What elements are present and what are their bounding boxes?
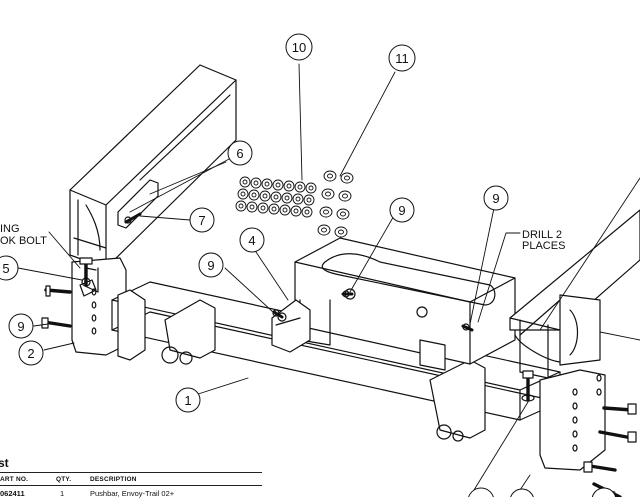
- callout-5: 5: [2, 261, 9, 276]
- row-description: Pushbar, Envoy-Trail 02+: [90, 489, 175, 498]
- bolt: [602, 403, 637, 415]
- bolt: [79, 257, 93, 287]
- callout-6: 6: [236, 146, 243, 161]
- hook-bolt-label-line1: ING: [0, 223, 20, 235]
- washer-group: [317, 170, 354, 238]
- callout-10: 10: [292, 40, 306, 55]
- callout-2: 2: [27, 346, 34, 361]
- center-bracket: [271, 299, 311, 353]
- drill-label-line1: DRILL 2: [522, 229, 562, 241]
- bolt: [583, 461, 617, 473]
- right-side-plate: [539, 369, 606, 471]
- bolt: [341, 290, 354, 298]
- nut-group: [235, 176, 317, 218]
- callout-7: 7: [198, 213, 205, 228]
- parts-list-title: st: [0, 456, 9, 470]
- callout-4: 4: [248, 233, 255, 248]
- callout-9-center: 9: [398, 203, 405, 218]
- hook-bolt-label-line2: OK BOLT: [0, 235, 47, 247]
- right-mount-tube: [509, 209, 640, 379]
- bolt: [44, 285, 72, 297]
- bolt: [124, 212, 142, 224]
- bolt: [521, 370, 535, 402]
- bolt: [598, 430, 637, 443]
- parts-list-header-rule: [0, 485, 262, 486]
- drill-label-line2: PLACES: [522, 240, 565, 252]
- callout-9-left: 9: [207, 258, 214, 273]
- callout-1: 1: [184, 393, 191, 408]
- left-mount-tube: [69, 64, 237, 269]
- bolt: [41, 317, 72, 329]
- callout-9-far-left: 9: [17, 319, 24, 334]
- header-part-no: ART NO.: [0, 476, 29, 483]
- callout-circles: [0, 33, 617, 497]
- leader-lines: [17, 63, 640, 493]
- annotation-labels: ING OK BOLT DRILL 2 PLACES: [0, 223, 565, 252]
- header-description: DESCRIPTION: [90, 476, 137, 483]
- row-qty: 1: [60, 489, 65, 498]
- callout-numbers: 1 2 4 5 6 7 9 9 9 9 10 11: [2, 40, 499, 408]
- parts-list-top-rule: [0, 472, 262, 473]
- bolt: [461, 323, 474, 332]
- callout-9-right: 9: [492, 191, 499, 206]
- bolt: [272, 309, 284, 319]
- header-qty: QTY.: [56, 476, 72, 483]
- callout-11: 11: [395, 51, 409, 66]
- row-part-no: 062411: [0, 489, 25, 498]
